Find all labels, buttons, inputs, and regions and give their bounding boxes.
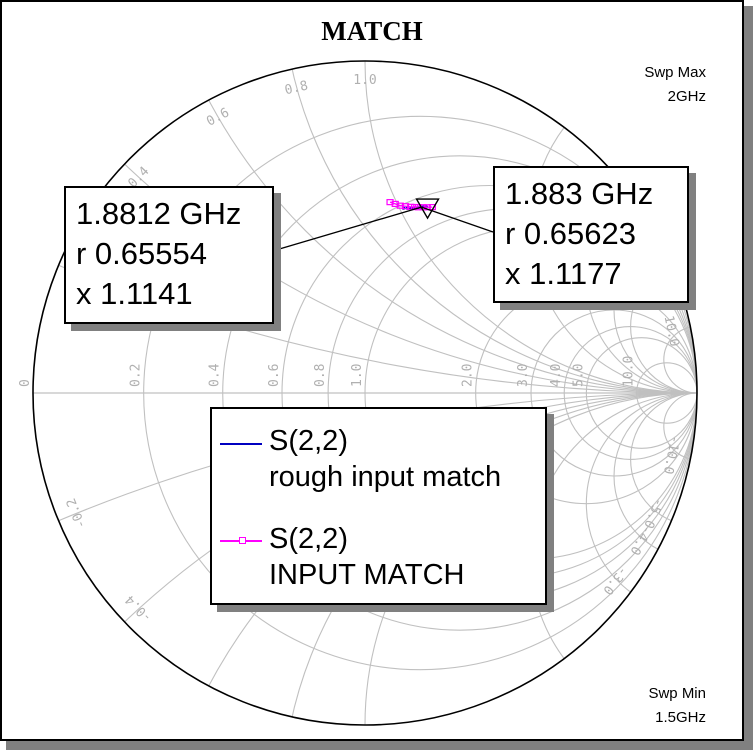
frame-shadow — [6, 741, 753, 750]
legend-series-name: S(2,2) — [269, 523, 348, 555]
sweep-min-value: 1.5GHz — [655, 709, 706, 726]
axis-label-reactance: 10.0 — [661, 314, 682, 348]
legend-series-name: S(2,2) — [269, 425, 348, 457]
axis-label-real: 2.0 — [461, 364, 476, 387]
axis-label-real: 0.4 — [208, 363, 223, 387]
square-marker-icon — [401, 203, 410, 210]
marker-1-x: x 1.1141 — [76, 276, 193, 311]
smith-chart: 00.20.40.60.81.02.03.04.05.010.00.20.40.… — [18, 60, 698, 726]
legend-series-desc: rough input match — [269, 461, 502, 493]
axis-label-reactance: 0.6 — [204, 105, 232, 129]
marker-2-x: x 1.1177 — [505, 256, 622, 291]
marker-2-freq: 1.883 GHz — [505, 176, 654, 211]
marker-readout-2[interactable]: 1.883 GHz r 0.65623 x 1.1177 — [493, 166, 689, 303]
marker-1-freq: 1.8812 GHz — [76, 196, 242, 231]
axis-label-real: 4.0 — [549, 364, 564, 387]
sweep-max: Swp Max 2GHz — [644, 61, 706, 109]
axis-label-real: 0.8 — [313, 364, 328, 387]
axis-label-real: 0 — [18, 379, 33, 387]
unit-circle — [32, 60, 698, 726]
reactance-arc — [530, 392, 697, 725]
marker-2-r: r 0.65623 — [505, 216, 636, 251]
frame-edge — [742, 0, 744, 741]
axis-label-real: 0.6 — [267, 364, 282, 387]
resistance-circle — [222, 155, 697, 631]
chart-title: MATCH — [321, 16, 423, 46]
marker-triangle-icon[interactable] — [415, 198, 440, 220]
axis-label-real: 3.0 — [516, 364, 531, 387]
square-marker-icon — [407, 203, 415, 210]
resistance-circle — [143, 115, 697, 671]
marker-1-r: r 0.65554 — [76, 236, 207, 271]
axis-label-reactance: -3.0 — [599, 563, 630, 597]
square-marker-icon — [386, 199, 394, 206]
reactance-arc — [613, 226, 697, 394]
axis-label-real: 1.0 — [350, 364, 365, 387]
legend-series-desc: INPUT MATCH — [269, 559, 465, 591]
marker-2-leader — [421, 206, 494, 233]
marker-1-leader — [275, 206, 422, 251]
frame-edge — [0, 739, 744, 741]
square-marker-icon — [391, 200, 399, 208]
sweep-max-value: 2GHz — [667, 88, 706, 105]
axis-label-reactance: 1.0 — [353, 73, 376, 88]
resistance-circle — [585, 337, 697, 449]
axis-label-reactance: 0.8 — [283, 78, 309, 98]
axis-label-real: 10.0 — [622, 356, 637, 387]
marker-leaders — [275, 198, 494, 251]
legend-swatch-blue — [220, 443, 262, 445]
square-marker-icon — [239, 537, 246, 544]
reactance-arc — [613, 392, 697, 560]
marker-readout-1[interactable]: 1.8812 GHz r 0.65554 x 1.1141 — [64, 186, 274, 324]
chart-frame — [0, 0, 744, 741]
sweep-min-label: Swp Min — [648, 685, 706, 702]
axis-label-reactance: -5.0 — [640, 496, 666, 531]
square-marker-icon — [396, 202, 404, 209]
sweep-max-label: Swp Max — [644, 64, 706, 81]
sweep-min: Swp Min 1.5GHz — [648, 682, 706, 730]
frame-shadow — [744, 6, 753, 750]
legend: S(2,2) rough input match S(2,2) INPUT MA… — [210, 407, 547, 605]
axis-label-real: 0.2 — [129, 364, 144, 387]
axis-label-real: 5.0 — [571, 364, 586, 387]
axis-label-reactance: -0.2 — [64, 496, 90, 531]
